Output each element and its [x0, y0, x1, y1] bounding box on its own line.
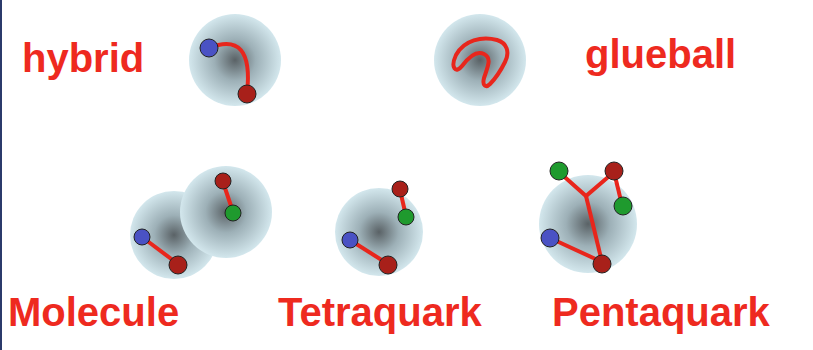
label-text: Molecule	[8, 292, 179, 332]
label-text: hybrid	[22, 38, 144, 78]
label-text: Pentaquark	[552, 292, 770, 332]
molecule-figure	[130, 166, 272, 279]
tetraquark-figure	[335, 181, 423, 276]
pentaquark-figure	[539, 162, 637, 273]
label-text: Tetraquark	[278, 292, 482, 332]
glueball-figure	[434, 14, 526, 106]
hybrid-figure	[189, 14, 281, 106]
label-text: glueball	[585, 34, 736, 74]
